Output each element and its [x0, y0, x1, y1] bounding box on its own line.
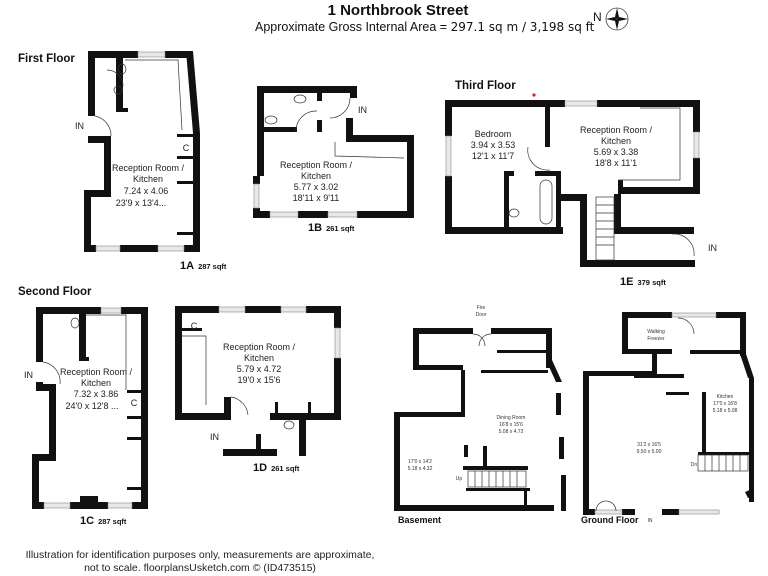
room-label: 9.50 x 5.00 [637, 449, 662, 455]
room-label: 17'0 x 16'8 [713, 401, 737, 407]
room-label: Reception Room / [112, 163, 185, 173]
room-label: Door [476, 312, 487, 318]
red-marker-dot [532, 93, 536, 97]
room-label: 17'0 x 14'2 [408, 459, 432, 465]
basement-label: Basement [398, 515, 442, 525]
unit-1c-plan [32, 307, 148, 509]
room-label: Kitchen [601, 136, 631, 146]
room-label: Kitchen [244, 353, 274, 363]
room-label: IN [708, 243, 717, 253]
room-label: 5.18 x 4.32 [408, 466, 433, 472]
room-label: 23'9 x 13'4... [116, 198, 166, 208]
room-label: IN [210, 432, 219, 442]
room-label: Freezer [647, 336, 665, 342]
unit-1b-plan [253, 86, 414, 218]
room-label: Reception Room / [280, 160, 353, 170]
unit-1e-plan [445, 100, 700, 267]
room-label: 31'2 x 16'5 [637, 442, 661, 448]
room-label: 18'11 x 9'11 [293, 193, 340, 203]
room-label: Kitchen [133, 174, 163, 184]
room-label: Reception Room / [60, 367, 133, 377]
area-value: 297.1 sq m / 3,198 sq ft [450, 20, 595, 34]
disclaimer-line-1: Illustration for identification purposes… [25, 549, 375, 561]
room-label: 19'0 x 15'6 [238, 375, 281, 385]
room-label: Walking [647, 329, 665, 335]
area-summary: Approximate Gross Internal Area = 297.1 … [255, 20, 594, 34]
room-label: Bedroom [475, 129, 512, 139]
ground-floor-label: Ground Floor [581, 515, 639, 525]
room-label: Kitchen [81, 378, 111, 388]
room-label: Up [456, 476, 463, 482]
room-label: Kitchen [301, 171, 331, 181]
room-label: IN [358, 105, 367, 115]
room-label: 7.24 x 4.06 [124, 186, 169, 196]
room-label: Reception Room / [223, 342, 296, 352]
room-label: Reception Room / [580, 125, 653, 135]
unit-1d-plan [175, 306, 341, 456]
room-label: C [131, 398, 138, 408]
first-floor-label: First Floor [18, 53, 75, 65]
compass-rose-icon [605, 7, 629, 31]
room-label: IN [648, 518, 653, 524]
third-floor-label: Third Floor [455, 80, 516, 92]
area-label: Approximate Gross Internal Area = [255, 20, 451, 34]
room-label: 12'1 x 11'7 [472, 151, 514, 161]
page-title: 1 Northbrook Street [327, 2, 469, 19]
room-label: 3.94 x 3.53 [471, 140, 516, 150]
room-label: 24'0 x 12'8 ... [66, 401, 119, 411]
room-label: Kitchen [717, 394, 734, 400]
room-label: 7.32 x 3.86 [74, 389, 119, 399]
unit-1a-plan [84, 51, 200, 252]
second-floor-label: Second Floor [18, 286, 92, 298]
room-label: C [191, 321, 198, 331]
compass-north-label: N [593, 10, 602, 24]
disclaimer: Illustration for identification purposes… [0, 549, 400, 575]
basement-plan [394, 328, 566, 511]
room-label: 18'8 x 11'1 [595, 158, 637, 168]
room-label: C [183, 143, 190, 153]
room-label: Dn [691, 462, 698, 468]
room-label: Dining Room [497, 415, 526, 421]
disclaimer-line-2: not to scale. floorplansUsketch.com © (I… [84, 562, 316, 574]
ground-floor-plan [583, 312, 754, 515]
room-label: 16'8 x 15'6 [499, 422, 523, 428]
room-label: 5.77 x 3.02 [294, 182, 339, 192]
room-label: 5.18 x 5.08 [713, 408, 738, 414]
room-label: IN [24, 370, 33, 380]
room-label: 5.79 x 4.72 [237, 364, 282, 374]
room-label: 5.08 x 4.72 [499, 429, 524, 435]
room-label: IN [75, 121, 84, 131]
room-label: Fire [477, 305, 486, 311]
room-label: 5.69 x 3.38 [594, 147, 639, 157]
